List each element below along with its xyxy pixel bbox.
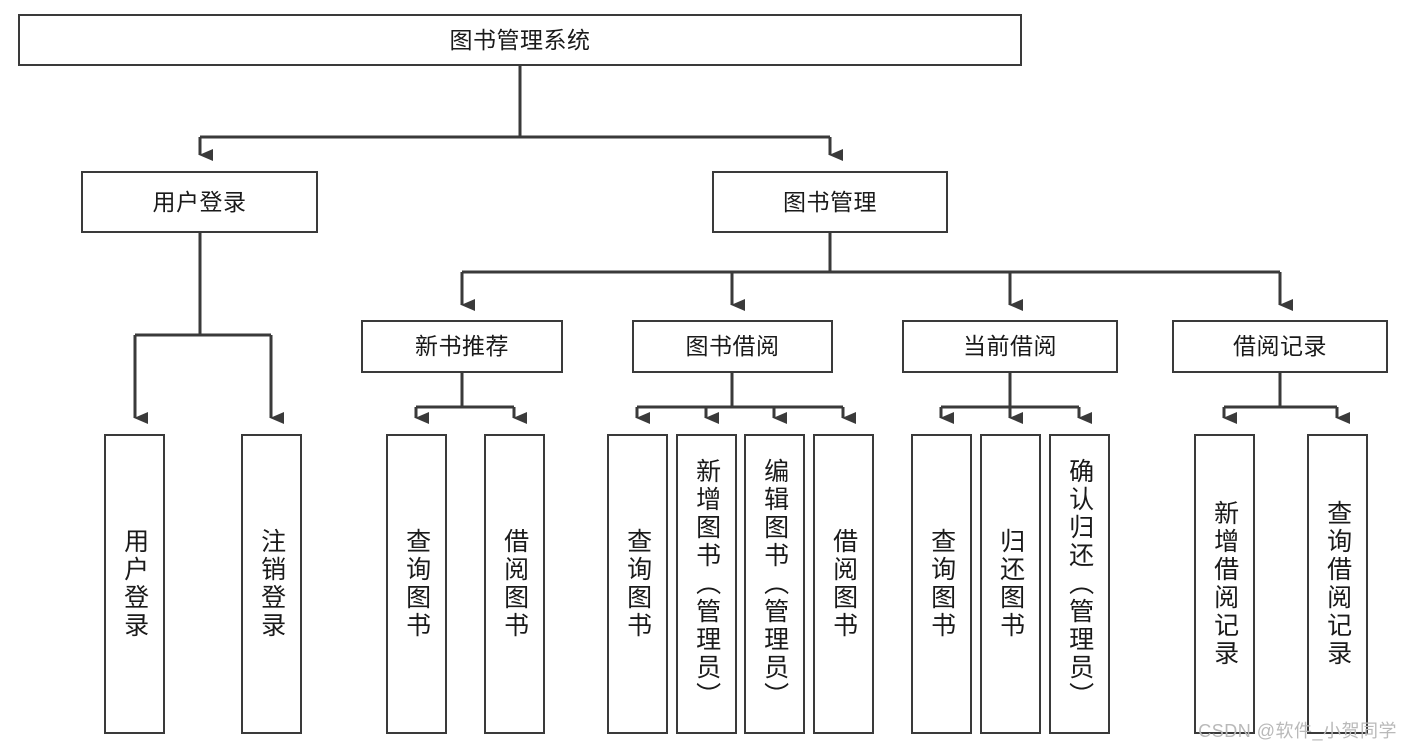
leaf-confirm-return-admin-label: 确认归还（管理员） bbox=[1065, 458, 1094, 710]
node-book-management-label: 图书管理 bbox=[783, 188, 877, 215]
leaf-query-book-1-label: 查询图书 bbox=[402, 528, 431, 640]
node-book-management[interactable]: 图书管理 bbox=[712, 171, 948, 233]
leaf-add-borrow-record[interactable]: 新增借阅记录 bbox=[1194, 434, 1255, 734]
leaf-return-book-label: 归还图书 bbox=[996, 528, 1025, 640]
leaf-query-book-2[interactable]: 查询图书 bbox=[607, 434, 668, 734]
leaf-query-book-3[interactable]: 查询图书 bbox=[911, 434, 972, 734]
leaf-query-book-2-label: 查询图书 bbox=[623, 528, 652, 640]
leaf-user-logout-label: 注销登录 bbox=[257, 528, 286, 640]
leaf-borrow-book-2-label: 借阅图书 bbox=[829, 528, 858, 640]
leaf-query-borrow-record-label: 查询借阅记录 bbox=[1323, 500, 1352, 668]
leaf-user-logout[interactable]: 注销登录 bbox=[241, 434, 302, 734]
node-book-borrow[interactable]: 图书借阅 bbox=[632, 320, 833, 373]
leaf-return-book[interactable]: 归还图书 bbox=[980, 434, 1041, 734]
leaf-edit-book-admin[interactable]: 编辑图书（管理员） bbox=[744, 434, 805, 734]
leaf-edit-book-admin-label: 编辑图书（管理员） bbox=[760, 458, 789, 710]
leaf-user-login[interactable]: 用户登录 bbox=[104, 434, 165, 734]
leaf-query-borrow-record[interactable]: 查询借阅记录 bbox=[1307, 434, 1368, 734]
node-new-book-recommend-label: 新书推荐 bbox=[415, 333, 509, 360]
leaf-user-login-label: 用户登录 bbox=[120, 528, 149, 640]
node-new-book-recommend[interactable]: 新书推荐 bbox=[361, 320, 563, 373]
node-user-login[interactable]: 用户登录 bbox=[81, 171, 318, 233]
node-current-borrow[interactable]: 当前借阅 bbox=[902, 320, 1118, 373]
node-current-borrow-label: 当前借阅 bbox=[963, 333, 1057, 360]
leaf-add-book-admin[interactable]: 新增图书（管理员） bbox=[676, 434, 737, 734]
node-borrow-record-label: 借阅记录 bbox=[1233, 333, 1327, 360]
node-borrow-record[interactable]: 借阅记录 bbox=[1172, 320, 1388, 373]
node-root-label: 图书管理系统 bbox=[449, 26, 591, 53]
leaf-borrow-book-1-label: 借阅图书 bbox=[500, 528, 529, 640]
node-book-borrow-label: 图书借阅 bbox=[685, 333, 780, 360]
leaf-borrow-book-1[interactable]: 借阅图书 bbox=[484, 434, 545, 734]
node-user-login-label: 用户登录 bbox=[152, 188, 247, 215]
leaf-borrow-book-2[interactable]: 借阅图书 bbox=[813, 434, 874, 734]
leaf-confirm-return-admin[interactable]: 确认归还（管理员） bbox=[1049, 434, 1110, 734]
node-root[interactable]: 图书管理系统 bbox=[18, 14, 1022, 66]
leaf-query-book-1[interactable]: 查询图书 bbox=[386, 434, 447, 734]
leaf-query-book-3-label: 查询图书 bbox=[927, 528, 956, 640]
leaf-add-book-admin-label: 新增图书（管理员） bbox=[692, 458, 721, 710]
csdn-watermark: CSDN @软件_小贺同学 bbox=[1198, 721, 1397, 741]
leaf-add-borrow-record-label: 新增借阅记录 bbox=[1210, 500, 1239, 668]
